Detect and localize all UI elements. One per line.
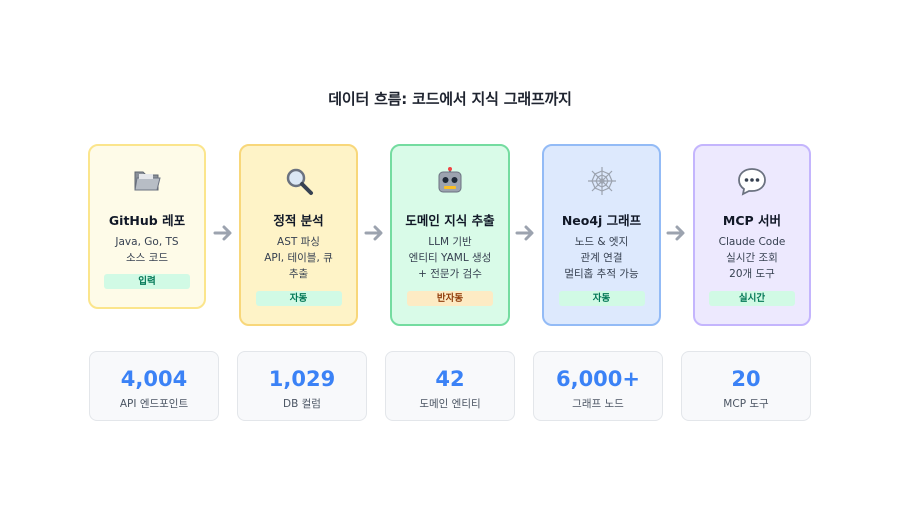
stage-description: Java, Go, TS 소스 코드: [90, 234, 204, 266]
stat-card-domain-entities: 42 도메인 엔티티: [385, 351, 515, 421]
stat-label: 그래프 노드: [572, 398, 624, 410]
stat-card-api-endpoints: 4,004 API 엔드포인트: [89, 351, 219, 421]
stage-desc-line: LLM 기반: [428, 236, 472, 248]
stat-value: 20: [731, 367, 761, 391]
arrow-right-icon: [666, 225, 685, 241]
stage-description: 노드 & 엣지 관계 연결 멀티홉 추적 가능: [544, 234, 659, 282]
stage-badge: 입력: [104, 274, 190, 289]
stage-github: GitHub 레포 Java, Go, TS 소스 코드 입력: [88, 144, 206, 309]
folder-icon: [90, 166, 204, 198]
stage-name: Neo4j 그래프: [561, 213, 642, 228]
magnifier-icon: [241, 166, 356, 198]
stat-value: 6,000+: [555, 367, 641, 391]
stage-desc-line: + 전문가 검수: [418, 268, 482, 280]
stat-label: MCP 도구: [723, 398, 769, 410]
stat-card-db-columns: 1,029 DB 컬럼: [237, 351, 367, 421]
speech-bubble-icon: [695, 166, 809, 198]
stage-mcp-server: MCP 서버 Claude Code 실시간 조회 20개 도구 실시간: [693, 144, 811, 326]
stats-row: 4,004 API 엔드포인트 1,029 DB 컬럼 42 도메인 엔티티 6…: [0, 351, 900, 423]
spider-web-icon: [544, 166, 659, 198]
stat-value: 42: [435, 367, 465, 391]
arrow-right-icon: [515, 225, 534, 241]
stage-name: 도메인 지식 추출: [405, 213, 495, 228]
stage-static-analysis: 정적 분석 AST 파싱 API, 테이블, 큐 추출 자동: [239, 144, 358, 326]
stage-description: LLM 기반 엔티티 YAML 생성 + 전문가 검수: [392, 234, 508, 282]
stage-desc-line: 20개 도구: [729, 268, 775, 280]
stat-value: 4,004: [120, 367, 188, 391]
data-flow: GitHub 레포 Java, Go, TS 소스 코드 입력 정적 분석 AS…: [0, 144, 900, 326]
stat-label: 도메인 엔티티: [419, 398, 481, 410]
diagram-title: 데이터 흐름: 코드에서 지식 그래프까지: [328, 90, 572, 108]
stage-desc-line: Claude Code: [718, 236, 786, 248]
stage-desc-line: 실시간 조회: [726, 252, 778, 264]
stage-domain-knowledge: 도메인 지식 추출 LLM 기반 엔티티 YAML 생성 + 전문가 검수 반자…: [390, 144, 510, 326]
stage-name: 정적 분석: [273, 213, 324, 228]
arrow-right-icon: [213, 225, 232, 241]
stage-name: MCP 서버: [722, 213, 782, 228]
stage-description: AST 파싱 API, 테이블, 큐 추출: [241, 234, 356, 282]
stage-desc-line: 소스 코드: [126, 252, 168, 264]
stage-name: GitHub 레포: [108, 213, 186, 228]
stat-value: 1,029: [268, 367, 336, 391]
stage-desc-line: Java, Go, TS: [115, 236, 179, 248]
robot-icon: [392, 166, 508, 198]
stage-badge: 반자동: [407, 291, 493, 306]
stage-desc-line: 관계 연결: [580, 252, 623, 264]
arrow-right-icon: [364, 225, 383, 241]
stage-desc-line: API, 테이블, 큐: [264, 252, 333, 264]
stage-badge: 자동: [558, 291, 645, 306]
stage-badge: 실시간: [709, 291, 795, 306]
stat-card-mcp-tools: 20 MCP 도구: [681, 351, 811, 421]
stage-desc-line: 노드 & 엣지: [574, 236, 629, 248]
stage-neo4j-graph: Neo4j 그래프 노드 & 엣지 관계 연결 멀티홉 추적 가능 자동: [542, 144, 661, 326]
stage-desc-line: 추출: [288, 268, 309, 280]
stage-badge: 자동: [255, 291, 342, 306]
stage-desc-line: 엔티티 YAML 생성: [408, 252, 492, 264]
stage-description: Claude Code 실시간 조회 20개 도구: [695, 234, 809, 282]
stage-desc-line: AST 파싱: [277, 236, 320, 248]
stat-card-graph-nodes: 6,000+ 그래프 노드: [533, 351, 663, 421]
stat-label: DB 컬럼: [283, 398, 321, 410]
stat-label: API 엔드포인트: [119, 398, 189, 410]
stage-desc-line: 멀티홉 추적 가능: [564, 268, 639, 280]
